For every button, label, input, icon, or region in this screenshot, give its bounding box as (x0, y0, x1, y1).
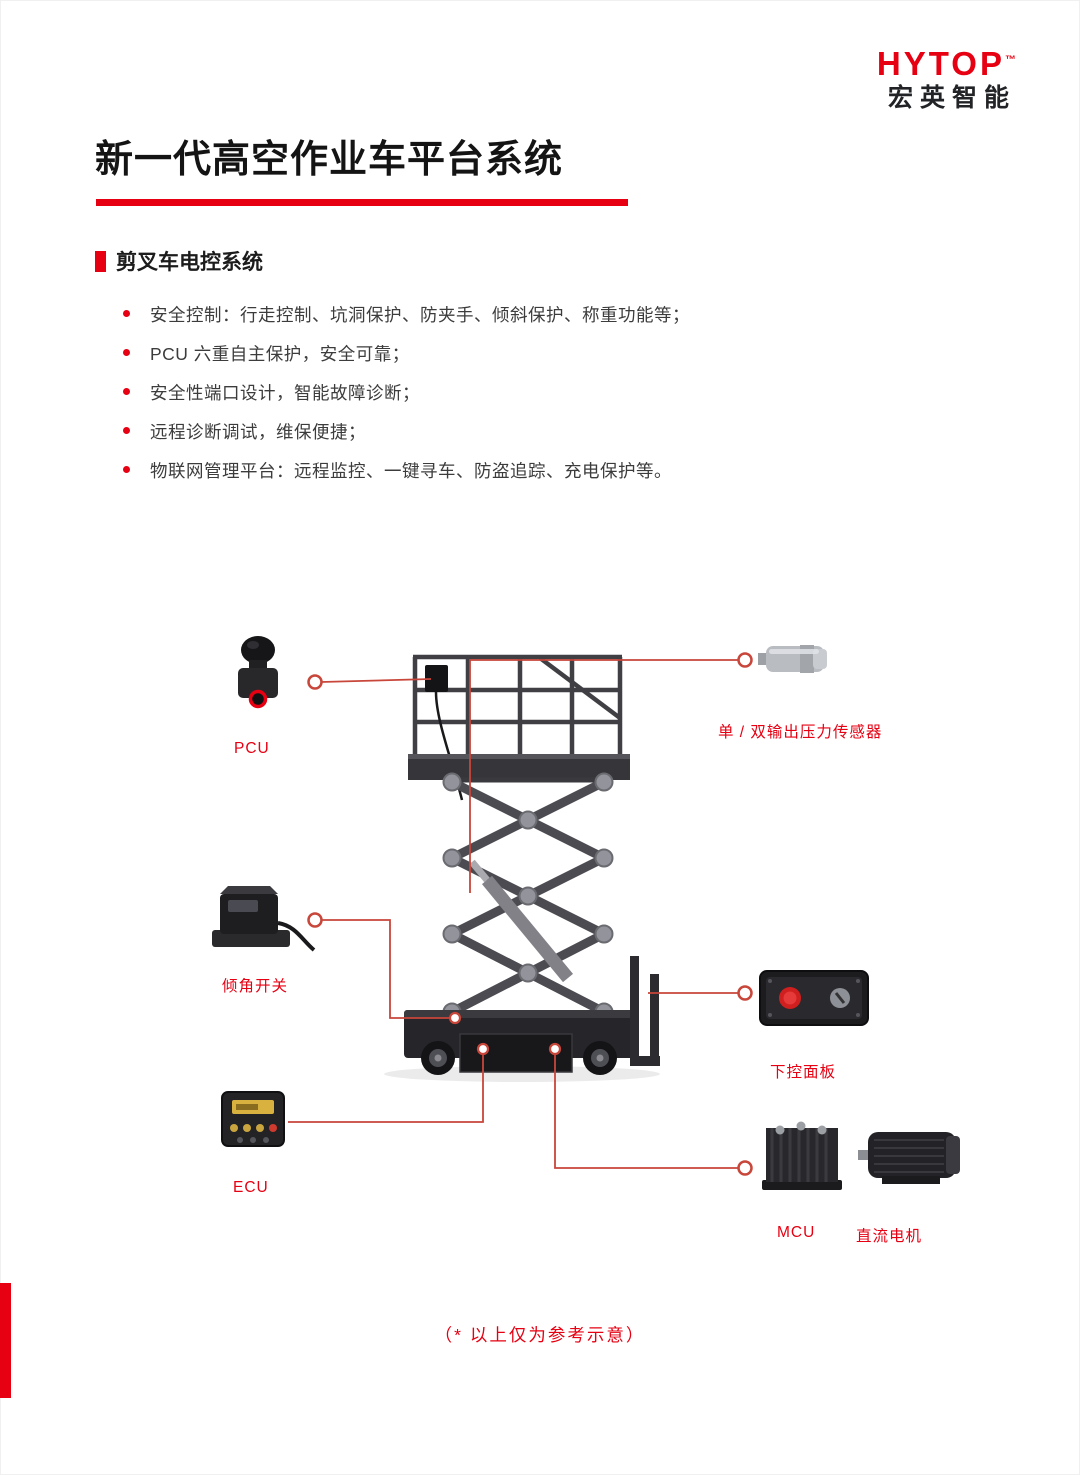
title-underline (96, 199, 628, 206)
label-pcu: PCU (234, 740, 270, 757)
label-tilt-switch: 倾角开关 (222, 978, 289, 995)
feature-item: 安全控制：行走控制、坑洞保护、防夹手、倾斜保护、称重功能等； (123, 302, 690, 327)
feature-list: 安全控制：行走控制、坑洞保护、防夹手、倾斜保护、称重功能等； PCU 六重自主保… (123, 302, 690, 497)
mcu-image (762, 1121, 842, 1190)
section-marker (95, 250, 106, 272)
dc-motor-image (858, 1132, 960, 1184)
pressure-sensor-image (758, 645, 827, 673)
logo-subbrand: 宏英智能 (887, 84, 1016, 113)
callout-lines (288, 659, 739, 1169)
ecu-image (221, 1091, 285, 1147)
tilt-switch-image (212, 886, 316, 952)
lower-control-panel-image (759, 970, 869, 1026)
label-mcu: MCU (777, 1224, 816, 1241)
label-pressure-sensor: 单 / 双输出压力传感器 (718, 724, 883, 741)
section-heading: 剪叉车电控系统 (95, 246, 263, 276)
footnote: （* 以上仅为参考示意） (434, 1325, 646, 1345)
section-heading-text: 剪叉车电控系统 (116, 251, 263, 274)
feature-item: 远程诊断调试，维保便捷； (123, 419, 690, 444)
page-title: 新一代高空作业车平台系统 (95, 139, 564, 181)
feature-item: PCU 六重自主保护，安全可靠； (123, 341, 690, 366)
label-ecu: ECU (233, 1179, 269, 1196)
scissor-lift-illustration (384, 654, 660, 1082)
brand-logo: HYTOP™ 宏英智能 (876, 45, 1016, 113)
logo-text: HYTOP (876, 45, 1005, 82)
logo-wordmark: HYTOP™ (876, 45, 1016, 82)
trademark-symbol: ™ (1005, 54, 1016, 66)
feature-item: 安全性端口设计，智能故障诊断； (123, 380, 690, 405)
side-accent-bar (0, 1283, 11, 1398)
pcu-image (238, 636, 278, 709)
feature-item: 物联网管理平台：远程监控、一键寻车、防盗追踪、充电保护等。 (123, 458, 690, 483)
callout-markers (307, 652, 753, 1176)
label-lower-control-panel: 下控面板 (770, 1064, 837, 1081)
label-dc-motor: 直流电机 (856, 1228, 923, 1245)
